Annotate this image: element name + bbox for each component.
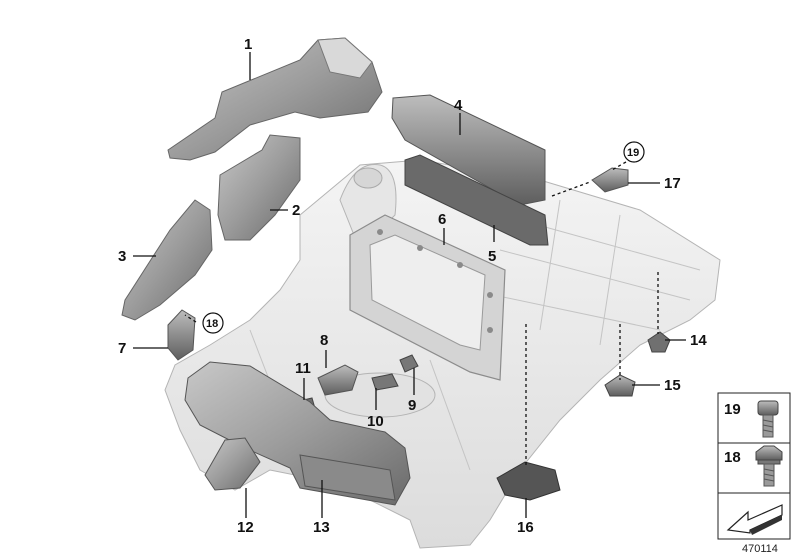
part-6-rear-panel xyxy=(349,214,506,381)
part-5-cross-member-lower xyxy=(404,154,549,246)
callout-10: 10 xyxy=(367,413,384,430)
reference-number: 470114 xyxy=(742,543,778,555)
part-16-panel xyxy=(496,461,561,501)
part-2-bracket xyxy=(217,134,301,241)
callout-11: 11 xyxy=(295,360,311,377)
part-13-rear-carrier xyxy=(184,361,411,506)
socket-head-bolt-icon xyxy=(757,400,779,438)
callout-19-circled: 19 xyxy=(623,141,645,163)
legend-item-18-label: 18 xyxy=(724,449,741,466)
svg-text:19: 19 xyxy=(627,147,639,159)
callout-18-circled: 18 xyxy=(202,312,224,334)
callout-2: 2 xyxy=(292,202,300,219)
callouts: 1 2 3 4 5 6 7 8 9 10 11 12 13 14 15 16 1… xyxy=(118,36,707,536)
callout-14: 14 xyxy=(690,332,707,349)
legend-item-19-label: 19 xyxy=(724,401,741,418)
callout-12: 12 xyxy=(237,519,254,536)
part-12-bracket xyxy=(204,437,261,491)
part-8-bracket xyxy=(317,364,359,396)
part-1-side-member xyxy=(167,37,383,161)
orientation-arrow-icon xyxy=(726,504,783,535)
part-9-bracket xyxy=(399,354,419,373)
callout-4: 4 xyxy=(454,97,463,114)
callout-16: 16 xyxy=(517,519,534,536)
part-15-bracket xyxy=(604,374,636,397)
callout-5: 5 xyxy=(488,248,496,265)
callout-7: 7 xyxy=(118,340,126,357)
part-17-bracket xyxy=(591,167,629,193)
callout-6: 6 xyxy=(438,211,446,228)
flange-bolt-icon xyxy=(755,445,783,487)
fastener-legend: 19 18 xyxy=(717,392,791,540)
leader-lines xyxy=(133,52,686,518)
callout-17: 17 xyxy=(664,175,681,192)
svg-text:18: 18 xyxy=(206,318,218,330)
part-3-strut xyxy=(121,199,213,321)
callout-15: 15 xyxy=(664,377,681,394)
callout-8: 8 xyxy=(320,332,328,349)
part-7-bracket xyxy=(167,309,196,361)
part-10-bracket xyxy=(371,373,399,391)
part-4-cross-member xyxy=(391,94,546,206)
callout-13: 13 xyxy=(313,519,330,536)
callout-3: 3 xyxy=(118,248,126,265)
callout-9: 9 xyxy=(408,397,416,414)
callout-1: 1 xyxy=(244,36,252,53)
